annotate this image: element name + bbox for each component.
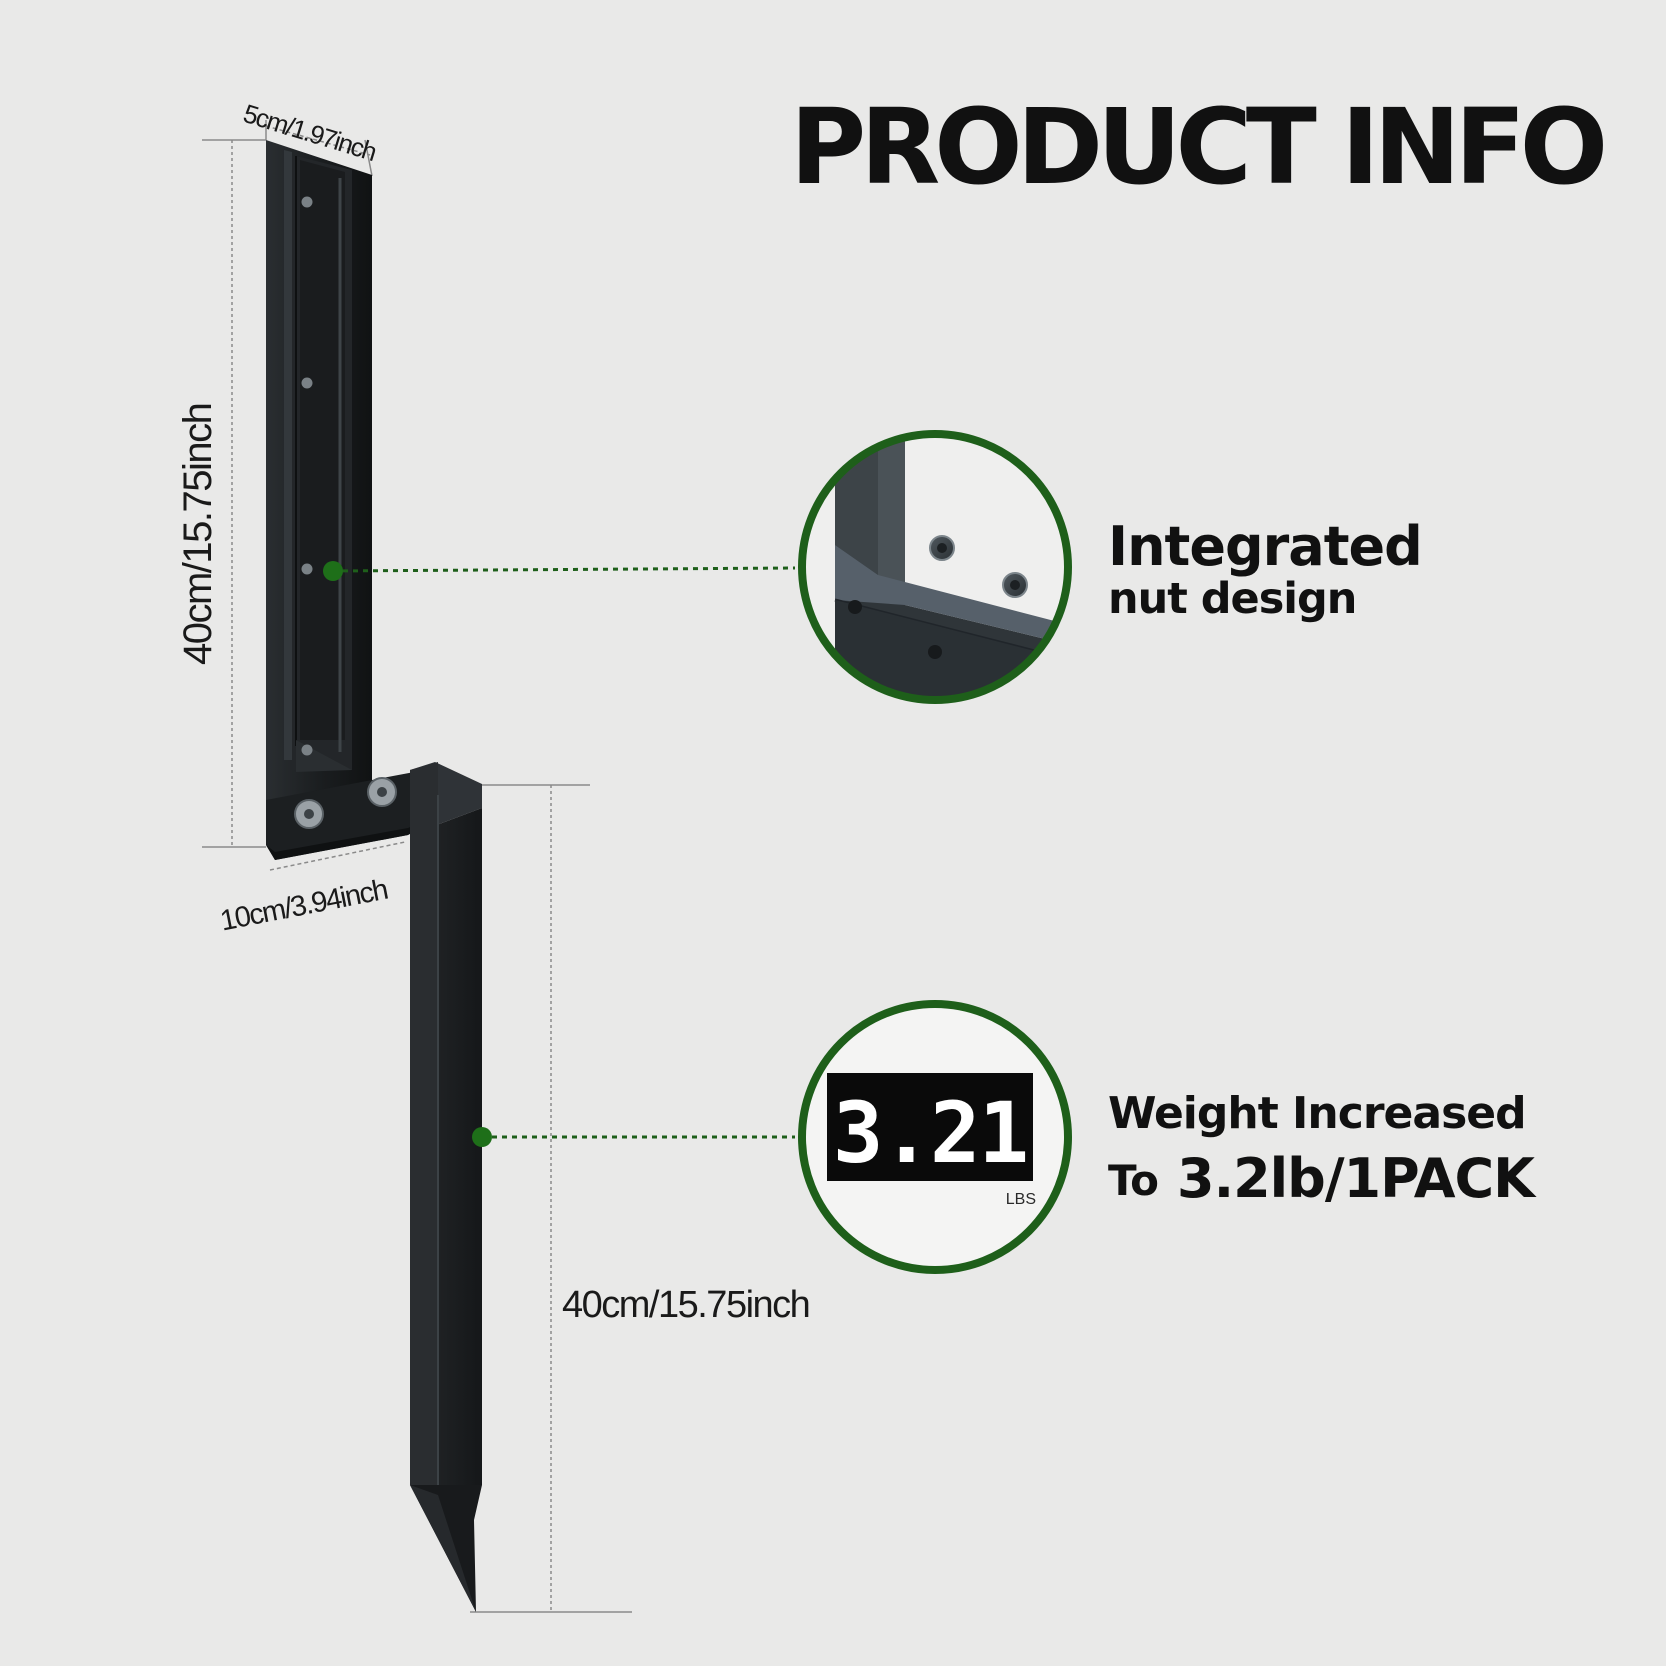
feature-nut-title: Integrated <box>1108 515 1423 578</box>
feature-weight-value: 3.2lb/1PACK <box>1177 1147 1535 1210</box>
digital-scale-icon: 3.21 LBS <box>798 1000 1072 1274</box>
dimension-stake-length: 40cm/15.75inch <box>562 1284 811 1326</box>
feature-weight-prefix: To <box>1108 1156 1159 1205</box>
dimension-lines <box>202 120 632 1613</box>
callout-leaders <box>323 561 796 1147</box>
page-title: PRODUCT INFO <box>790 86 1608 208</box>
integrated-nut-closeup-icon <box>798 430 1072 704</box>
post-bracket <box>266 140 425 860</box>
scale-digits: 3.21 <box>833 1084 1027 1182</box>
dimension-bracket-height: 40cm/15.75inch <box>176 403 220 665</box>
feature-weight-title: Weight Increased <box>1108 1088 1527 1139</box>
scale-unit: LBS <box>1006 1191 1036 1208</box>
feature-nut-subtitle: nut design <box>1108 574 1357 624</box>
ground-stake <box>410 762 482 1612</box>
